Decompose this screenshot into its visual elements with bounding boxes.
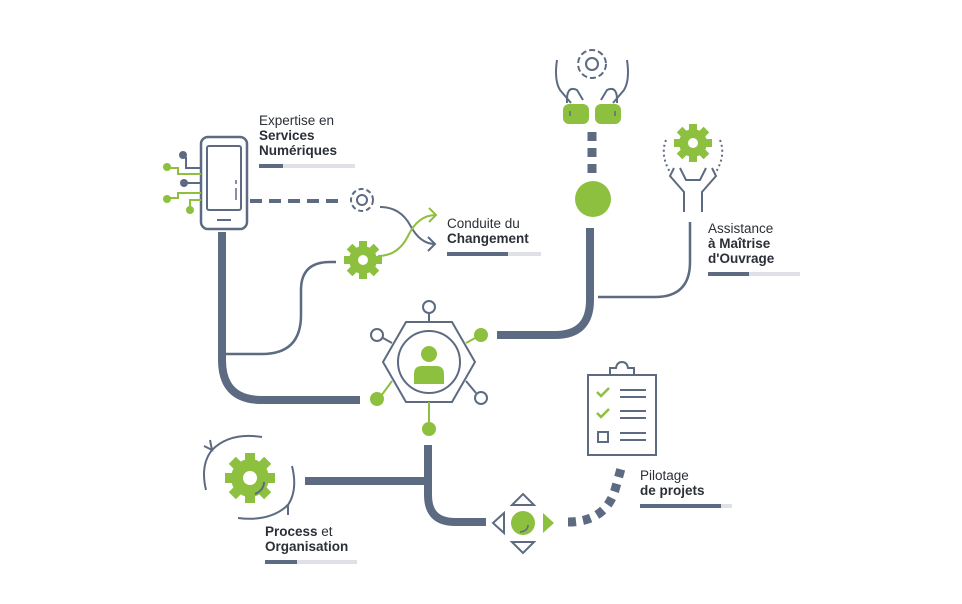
connector-hub-bottom <box>424 445 486 526</box>
connector-amo <box>598 222 692 299</box>
crossing-arrows-icon <box>377 206 438 257</box>
smartphone-circuit-icon <box>163 135 249 231</box>
label-changement: Conduite du Changement <box>447 216 541 256</box>
user-hexagon-icon <box>370 300 488 436</box>
connector-hub-top <box>497 228 594 339</box>
label-services-line3: Numériques <box>259 143 338 158</box>
hands-gear-icon <box>555 49 629 124</box>
progress-changement <box>447 252 541 256</box>
label-process-line1-bold: Process <box>265 524 318 539</box>
label-amo-line3: d'Ouvrage <box>708 251 775 266</box>
label-amo-line1: Assistance <box>708 221 774 236</box>
label-services-line1: Expertise en <box>259 113 335 128</box>
connector-gear-curve <box>226 260 336 356</box>
label-amo: Assistance à Maîtrise d'Ouvrage <box>708 221 800 276</box>
label-amo-line2: à Maîtrise <box>708 236 771 251</box>
progress-process <box>265 560 357 564</box>
cycle-gear-icon <box>203 434 296 520</box>
gear-green-icon <box>344 241 382 279</box>
progress-pilotage <box>640 504 732 508</box>
label-process-line2: Organisation <box>265 539 349 554</box>
label-pilotage-line1: Pilotage <box>640 468 689 483</box>
label-process-line1-light: et <box>317 524 333 539</box>
label-services-line2: Services <box>259 128 315 143</box>
progress-services <box>259 164 355 168</box>
label-services: Expertise en Services Numériques <box>259 113 355 168</box>
label-pilotage-line2: de projets <box>640 483 705 498</box>
gear-outline-icon <box>350 188 374 212</box>
connector-phone-hub <box>218 232 360 404</box>
label-process: Process et Organisation <box>265 524 357 564</box>
label-pilotage: Pilotage de projets <box>640 468 732 508</box>
clipboard-checklist-icon <box>587 360 657 456</box>
wrench-gear-icon <box>662 124 724 212</box>
top-node-circle <box>575 181 611 217</box>
direction-pad-icon <box>491 492 554 555</box>
progress-amo <box>708 272 800 276</box>
connector-pilotage-dashed <box>567 463 627 527</box>
label-changement-line2: Changement <box>447 231 529 246</box>
label-changement-line1: Conduite du <box>447 216 520 231</box>
